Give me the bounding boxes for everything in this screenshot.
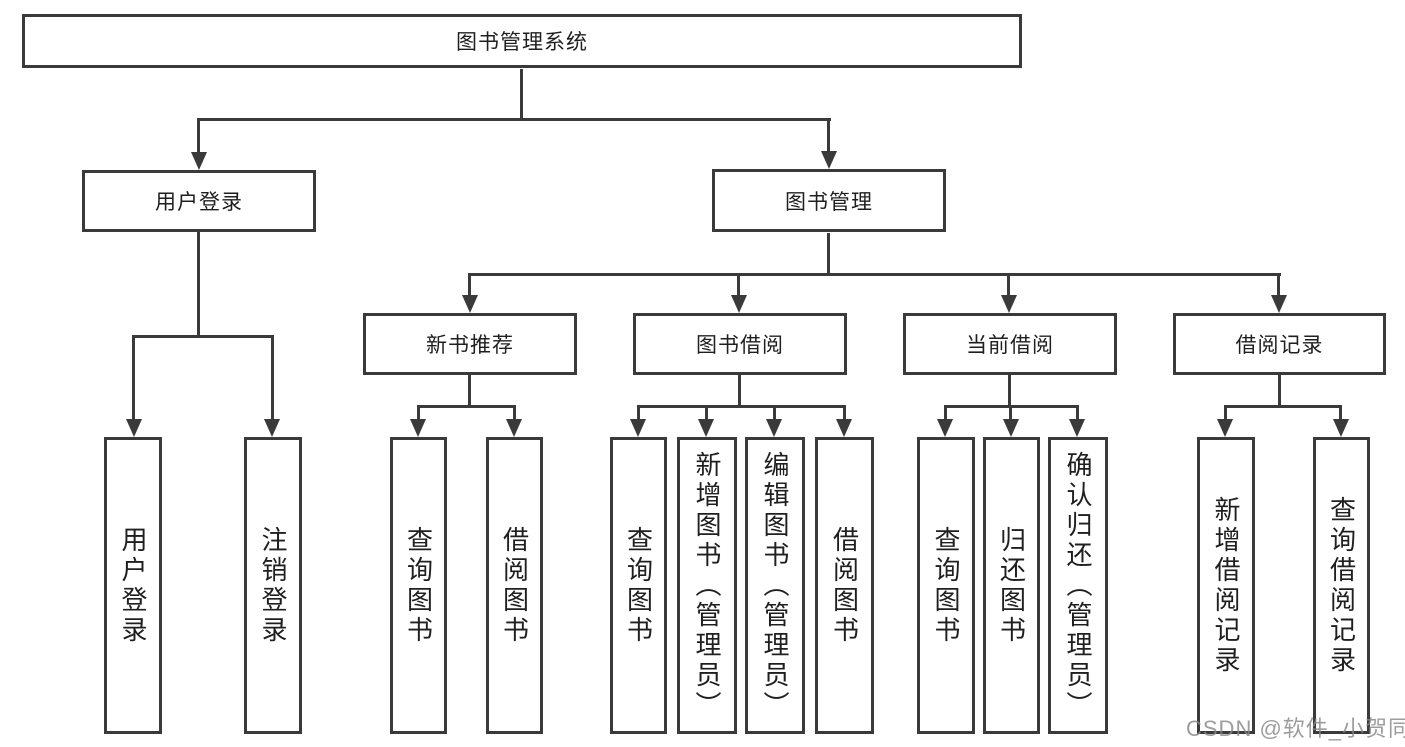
connector-line <box>1008 375 1011 405</box>
connector-line <box>132 335 274 338</box>
leaf-label: 新增图书（管理员） <box>692 450 722 721</box>
connector-line <box>1339 405 1342 421</box>
connector-line <box>944 405 947 421</box>
leaf-add-borrow-record: 新增借阅记录 <box>1197 437 1255 734</box>
arrowhead-icon <box>630 419 646 437</box>
leaf-label: 归还图书 <box>996 525 1027 646</box>
node-book-management-label: 图书管理 <box>785 190 873 214</box>
connector-line <box>468 273 1281 276</box>
connector-line <box>197 118 831 121</box>
connector-line <box>773 405 776 421</box>
connector-line <box>1007 273 1010 297</box>
connector-line <box>132 335 135 421</box>
leaf-confirm-return-admin: 确认归还（管理员） <box>1048 437 1108 734</box>
leaf-label: 用户登录 <box>118 525 148 646</box>
node-current-borrow-label: 当前借阅 <box>966 334 1054 357</box>
arrowhead-icon <box>506 419 522 437</box>
leaf-label: 注销登录 <box>258 525 288 646</box>
node-current-borrow: 当前借阅 <box>903 313 1117 375</box>
watermark-text: CSDN @软件_小贺同学 <box>1186 716 1405 741</box>
arrowhead-icon <box>1069 419 1085 437</box>
connector-line <box>827 233 830 273</box>
arrowhead-icon <box>191 152 207 170</box>
arrowhead-icon <box>462 295 478 313</box>
leaf-label: 查询借阅记录 <box>1326 495 1357 676</box>
node-new-book-recommend-label: 新书推荐 <box>426 334 514 357</box>
node-user-login: 用户登录 <box>82 170 316 232</box>
connector-line <box>468 273 471 297</box>
connector-line <box>843 405 846 421</box>
node-borrow-records-label: 借阅记录 <box>1235 334 1324 357</box>
connector-line <box>1224 405 1342 408</box>
arrowhead-icon <box>698 419 714 437</box>
connector-line <box>271 335 274 421</box>
arrowhead-icon <box>821 151 837 169</box>
node-book-management: 图书管理 <box>712 169 946 232</box>
connector-line <box>1009 405 1012 421</box>
connector-line <box>705 405 708 421</box>
node-book-borrow-label: 图书借阅 <box>696 334 784 357</box>
connector-line <box>827 118 830 155</box>
leaf-label: 借阅图书 <box>499 525 530 646</box>
arrowhead-icon <box>1333 419 1349 437</box>
connector-line <box>1278 375 1281 405</box>
node-user-login-label: 用户登录 <box>155 191 243 214</box>
leaf-query-book-3: 查询图书 <box>917 437 975 734</box>
arrowhead-icon <box>410 419 426 437</box>
arrowhead-icon <box>937 419 953 437</box>
leaf-return-book: 归还图书 <box>983 437 1040 734</box>
leaf-user-login: 用户登录 <box>104 437 162 734</box>
leaf-edit-book-admin: 编辑图书（管理员） <box>745 437 805 734</box>
arrowhead-icon <box>126 419 142 437</box>
connector-line <box>738 375 741 405</box>
leaf-label: 确认归还（管理员） <box>1063 450 1093 721</box>
arrowhead-icon <box>731 295 747 313</box>
arrowhead-icon <box>1003 419 1019 437</box>
connector-line <box>520 69 523 118</box>
connector-line <box>1277 273 1280 297</box>
node-book-borrow: 图书借阅 <box>633 313 847 375</box>
leaf-label: 借阅图书 <box>829 525 860 646</box>
leaf-label: 新增借阅记录 <box>1211 495 1241 676</box>
arrowhead-icon <box>766 419 782 437</box>
leaf-label: 编辑图书（管理员） <box>760 450 790 721</box>
leaf-add-book-admin: 新增图书（管理员） <box>677 437 737 734</box>
connector-line <box>637 405 640 421</box>
leaf-label: 查询图书 <box>403 525 434 646</box>
node-root: 图书管理系统 <box>22 14 1022 68</box>
leaf-borrow-book-1: 借阅图书 <box>486 437 543 734</box>
connector-line <box>637 405 845 408</box>
arrowhead-icon <box>264 419 280 437</box>
connector-line <box>197 232 200 335</box>
connector-line <box>513 405 516 421</box>
connector-line <box>417 405 516 408</box>
node-root-label: 图书管理系统 <box>456 31 588 54</box>
arrowhead-icon <box>1217 419 1233 437</box>
node-borrow-records: 借阅记录 <box>1173 313 1386 375</box>
leaf-borrow-book-2: 借阅图书 <box>815 437 874 734</box>
leaf-query-book-1: 查询图书 <box>390 437 447 734</box>
arrowhead-icon <box>1271 295 1287 313</box>
connector-line <box>197 118 200 156</box>
connector-line <box>1224 405 1227 421</box>
leaf-label: 查询图书 <box>931 525 961 646</box>
leaf-query-borrow-record: 查询借阅记录 <box>1313 437 1370 734</box>
connector-line <box>417 405 420 421</box>
connector-line <box>737 273 740 297</box>
arrowhead-icon <box>1001 295 1017 313</box>
leaf-logout: 注销登录 <box>244 437 302 734</box>
connector-line <box>1076 405 1079 421</box>
arrowhead-icon <box>836 419 852 437</box>
node-new-book-recommend: 新书推荐 <box>363 313 577 375</box>
connector-line <box>468 375 471 405</box>
leaf-label: 查询图书 <box>623 525 654 646</box>
leaf-query-book-2: 查询图书 <box>610 437 667 734</box>
